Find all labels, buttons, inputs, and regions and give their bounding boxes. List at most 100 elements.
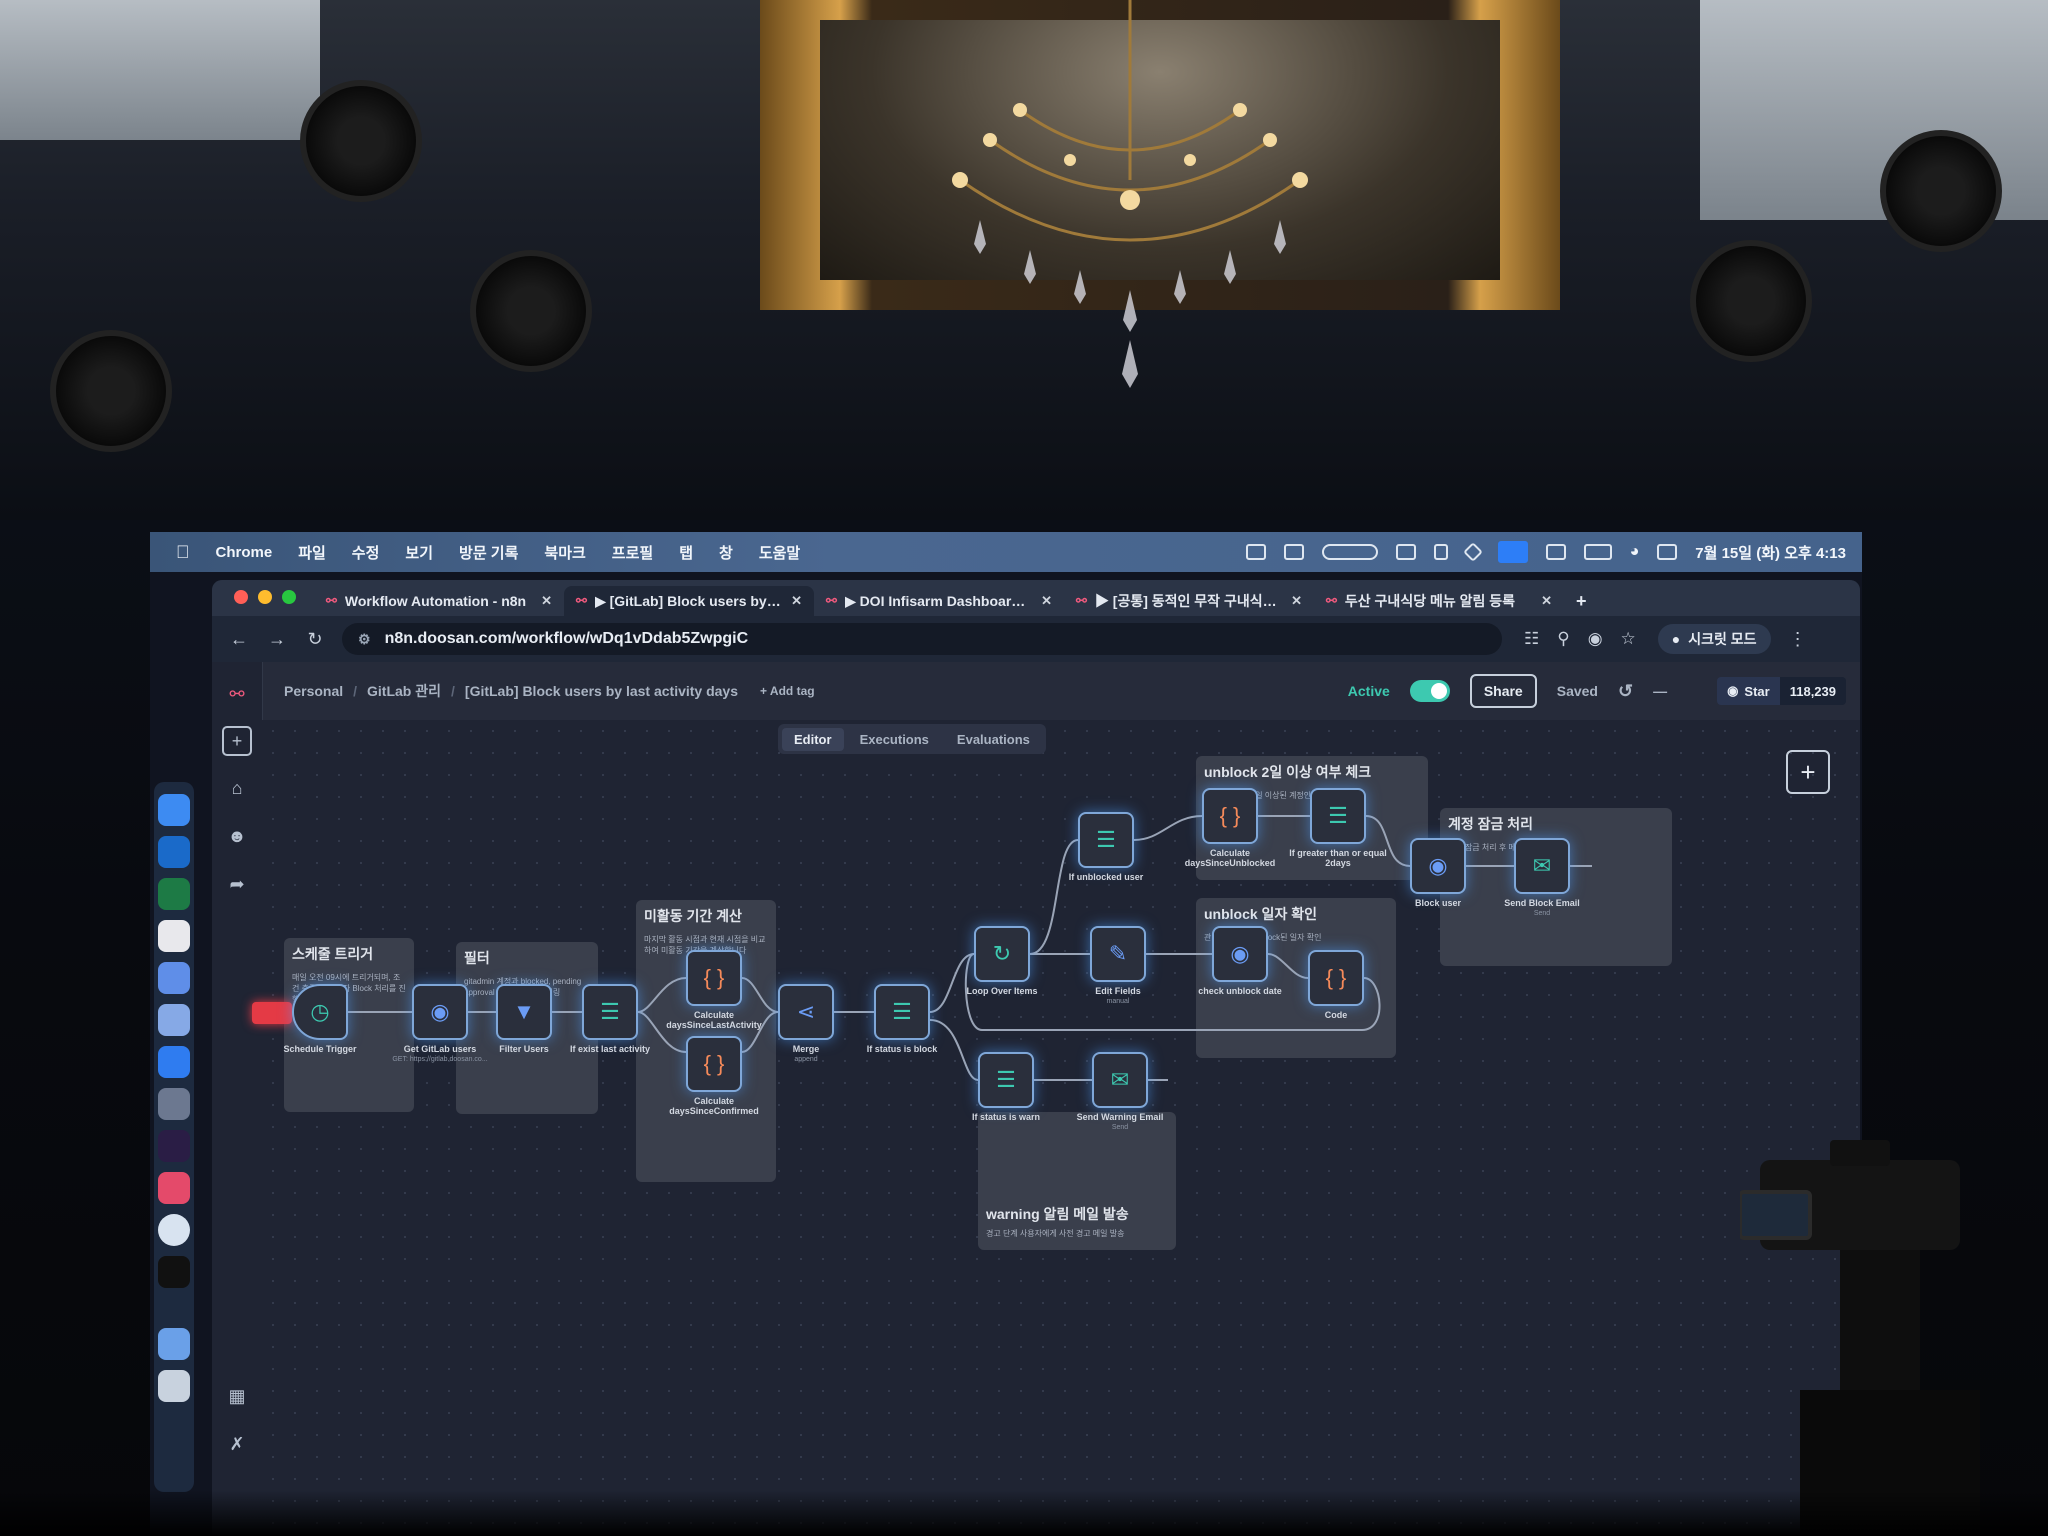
wifi-icon[interactable]: ◕ (1629, 543, 1640, 560)
calendar-app-icon[interactable] (158, 920, 190, 952)
chrome-app-icon[interactable] (158, 1214, 190, 1246)
github-star-badge[interactable]: ◉Star 118,239 (1717, 677, 1846, 705)
menu-help[interactable]: 도움말 (745, 544, 800, 562)
node-block-user[interactable]: ◉ (1410, 838, 1466, 894)
share-arrow-icon[interactable]: ➦ (229, 873, 245, 894)
add-tag-link[interactable]: + Add tag (760, 684, 815, 698)
add-icon[interactable]: + (222, 726, 252, 756)
tab-evaluations[interactable]: Evaluations (956, 731, 1030, 747)
battery-status-icon[interactable] (1433, 544, 1448, 560)
trash-icon[interactable] (158, 1370, 190, 1402)
node-filter-users[interactable]: ▼ (496, 984, 552, 1040)
n8n-logo-icon[interactable]: ⚯ (229, 683, 245, 704)
menu-tab[interactable]: 탭 (665, 544, 693, 562)
templates-icon[interactable]: ▦ (228, 1385, 246, 1406)
apple-icon[interactable]:  (176, 542, 190, 563)
close-tab-icon[interactable]: ✕ (541, 593, 552, 608)
node-if-status-is-warn[interactable]: ☰ (978, 1052, 1034, 1108)
node-get-gitlab-users[interactable]: ◉ (412, 984, 468, 1040)
settings-app-icon[interactable] (158, 1088, 190, 1120)
new-tab-button[interactable]: + (1576, 590, 1587, 611)
close-window-button[interactable] (234, 590, 248, 604)
node-check-unblock-date[interactable]: ◉ (1212, 926, 1268, 982)
app-store-icon[interactable] (158, 1046, 190, 1078)
workflow-canvas[interactable]: Editor Executions Evaluations + 스케줄 트리거 … (252, 720, 1860, 1536)
display-icon[interactable] (1245, 544, 1266, 560)
close-tab-icon[interactable]: ✕ (1291, 593, 1302, 608)
close-tab-icon[interactable]: ✕ (791, 593, 802, 608)
close-tab-icon[interactable]: ✕ (1041, 593, 1052, 608)
toolbox-app-icon[interactable] (158, 1172, 190, 1204)
node-loop-over-items[interactable]: ↻ (974, 926, 1030, 982)
home-icon[interactable]: ⌂ (231, 777, 243, 798)
node-edit-fields[interactable]: ✎ (1090, 926, 1146, 982)
keyboard-icon[interactable] (1321, 544, 1378, 560)
bookmark-star-icon[interactable]: ☆ (1620, 629, 1636, 648)
menu-history[interactable]: 방문 기록 (445, 544, 518, 562)
tab-cafeteria-alert[interactable]: ⚯ 두산 구내식당 메뉴 알림 등록 ✕ (1314, 586, 1564, 616)
reload-icon[interactable]: ↻ (307, 628, 323, 649)
node-calc-days-since-confirmed[interactable]: { } (686, 1036, 742, 1092)
user-icon[interactable]: ☻ (227, 825, 247, 846)
variables-icon[interactable]: ✗ (229, 1433, 245, 1454)
zoom-icon[interactable]: ⚲ (1557, 629, 1570, 648)
share-button[interactable]: Share (1469, 674, 1537, 708)
tab-executions[interactable]: Executions (859, 731, 929, 747)
sticky-warning-mail[interactable]: warning 알림 메일 발송 경고 단계 사용자에게 사전 경고 메일 발송 (978, 1112, 1176, 1250)
terminal-app-icon[interactable] (158, 1256, 190, 1288)
menu-view[interactable]: 보기 (391, 544, 433, 562)
tab-cafeteria-menu[interactable]: ⚯ ▶ [공통] 동적인 무작 구내식당 메뉴 ✕ (1064, 586, 1314, 616)
add-node-button[interactable]: + (1786, 750, 1830, 794)
node-if-unblocked-user[interactable]: ☰ (1078, 812, 1134, 868)
chrome-menu-icon[interactable]: ⋮ (1788, 628, 1807, 649)
back-arrow-icon[interactable]: ← (230, 628, 248, 649)
close-tab-icon[interactable]: ✕ (1541, 593, 1552, 608)
node-calc-days-since-unblocked[interactable]: { } (1202, 788, 1258, 844)
node-if-exist-last-activity[interactable]: ☰ (582, 984, 638, 1040)
tab-workflow-automation[interactable]: ⚯ Workflow Automation - n8n ✕ (314, 586, 564, 616)
sticky-unblock-check[interactable]: unblock 2일 이상 여부 체크 unblock 일이 2일 이상된 계정… (1196, 756, 1428, 880)
menubar-clock[interactable]: 7월 15일 (화) 오후 4:13 (1695, 544, 1846, 562)
input-source-icon[interactable] (1545, 544, 1566, 560)
node-send-warning-email[interactable]: ✉ (1092, 1052, 1148, 1108)
breadcrumb-personal[interactable]: Personal (284, 683, 344, 699)
node-send-block-email[interactable]: ✉ (1514, 838, 1570, 894)
breadcrumb-project[interactable]: GitLab 관리 (367, 683, 442, 699)
url-input[interactable]: ⚙ n8n.doosan.com/workflow/wDq1vDdab5Zwpg… (342, 623, 1502, 655)
incognito-badge[interactable]: ● 시크릿 모드 (1657, 624, 1771, 654)
active-toggle[interactable] (1409, 680, 1450, 702)
menubar-app-name[interactable]: Chrome (202, 543, 273, 561)
tab-infisarm-dashboard[interactable]: ⚯ ▶ DOI Infisarm Dashboard Aircraft ✕ (814, 586, 1064, 616)
site-info-icon[interactable]: ⚙ (358, 630, 371, 647)
menu-file[interactable]: 파일 (284, 544, 326, 562)
tab-gitlab-block-users[interactable]: ⚯ ▶ [GitLab] Block users by last activit… (564, 586, 814, 616)
node-calc-days-since-last-activity[interactable]: { } (686, 950, 742, 1006)
node-if-greater-2days[interactable]: ☰ (1310, 788, 1366, 844)
more-options-icon[interactable]: — (1653, 683, 1668, 699)
finder-app-icon[interactable] (158, 794, 190, 826)
menu-edit[interactable]: 수정 (338, 544, 380, 562)
translate-icon[interactable]: ☷ (1524, 629, 1540, 648)
tab-editor[interactable]: Editor (782, 727, 844, 751)
node-schedule-trigger[interactable]: ◷ (292, 984, 348, 1040)
window-switch-icon[interactable] (1497, 541, 1528, 563)
forward-arrow-icon[interactable]: → (268, 628, 286, 649)
menu-window[interactable]: 창 (705, 544, 733, 562)
battery-icon[interactable] (1583, 544, 1612, 560)
xd-app-icon[interactable] (158, 1130, 190, 1162)
workflow-title[interactable]: [GitLab] Block users by last activity da… (464, 683, 739, 699)
maximize-window-button[interactable] (282, 590, 296, 604)
control-center-icon[interactable] (1657, 544, 1678, 560)
outlook-app-icon[interactable] (158, 836, 190, 868)
excel-app-icon[interactable] (158, 878, 190, 910)
diamond-icon[interactable] (1462, 542, 1483, 562)
minimize-window-button[interactable] (258, 590, 272, 604)
node-code[interactable]: { } (1308, 950, 1364, 1006)
files-app-icon[interactable] (158, 1004, 190, 1036)
menu-profiles[interactable]: 프로필 (598, 544, 653, 562)
tracking-blocked-icon[interactable]: ◉ (1587, 629, 1603, 648)
downloads-app-icon[interactable] (158, 1328, 190, 1360)
screen-record-icon[interactable] (1283, 544, 1304, 560)
menu-bookmarks[interactable]: 북마크 (530, 544, 585, 562)
node-merge[interactable]: ⋖ (778, 984, 834, 1040)
